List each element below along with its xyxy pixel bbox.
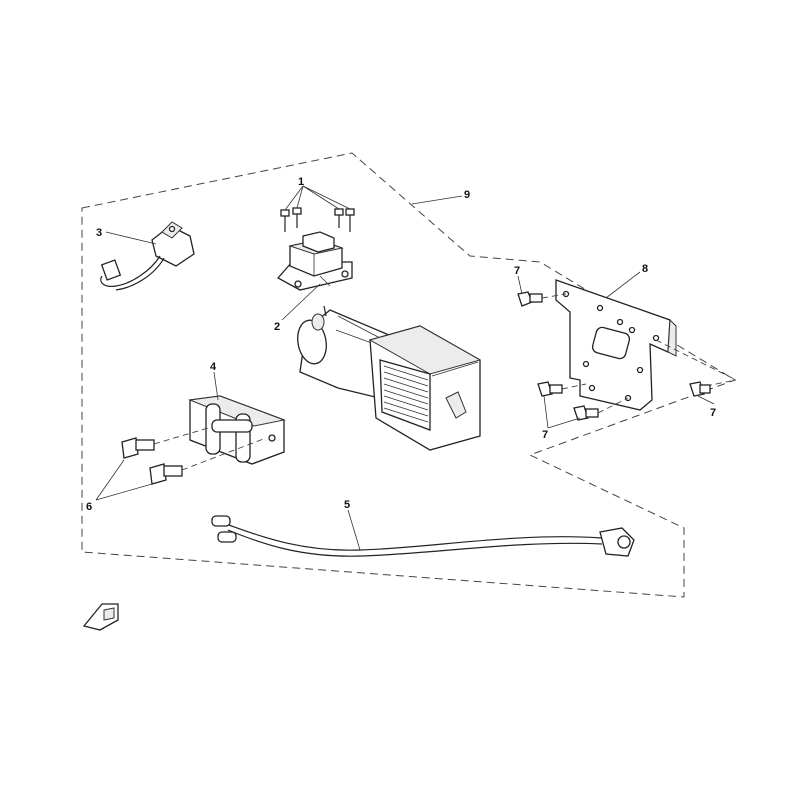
winch-assembly bbox=[297, 305, 482, 451]
solenoid-box bbox=[276, 231, 353, 291]
callout-8: 8 bbox=[642, 263, 648, 275]
callout-9: 9 bbox=[464, 189, 470, 201]
callouts: 1 2 3 4 5 6 7 7 7 8 9 bbox=[86, 176, 716, 513]
roller-fairlead bbox=[188, 395, 286, 465]
bolt-set bbox=[280, 207, 355, 232]
plate-bolts bbox=[517, 291, 711, 421]
callout-5: 5 bbox=[344, 499, 350, 511]
front-arrow-icon bbox=[82, 603, 119, 631]
mounting-plate bbox=[555, 279, 737, 411]
switch-relay bbox=[100, 221, 195, 291]
group-boundary bbox=[81, 152, 737, 598]
callout-7-top: 7 bbox=[514, 265, 520, 277]
callout-3: 3 bbox=[96, 227, 102, 239]
power-cable bbox=[211, 515, 635, 557]
callout-6: 6 bbox=[86, 501, 92, 513]
fairlead-bolts bbox=[121, 427, 267, 485]
rope-coils bbox=[383, 365, 429, 423]
leader-lines bbox=[95, 185, 715, 551]
callout-2: 2 bbox=[274, 321, 280, 333]
callout-7-right: 7 bbox=[710, 407, 716, 419]
callout-7-bottom: 7 bbox=[542, 429, 548, 441]
callout-4: 4 bbox=[210, 361, 217, 373]
callout-1: 1 bbox=[298, 176, 304, 188]
